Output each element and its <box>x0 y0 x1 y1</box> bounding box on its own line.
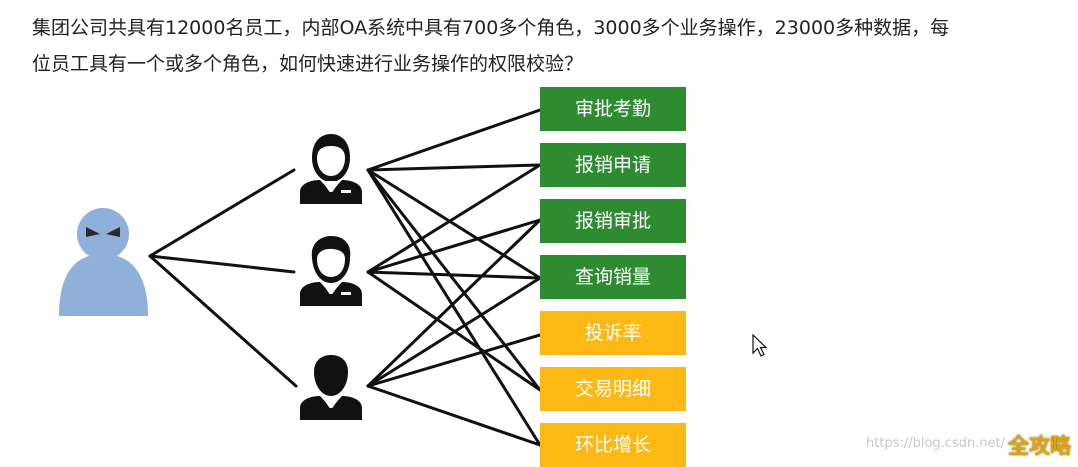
permission-box: 报销申请 <box>540 143 686 187</box>
role-permission-link <box>366 168 542 392</box>
role-icon-executive <box>300 355 362 420</box>
permission-label: 查询销量 <box>574 266 651 288</box>
permission-box: 审批考勤 <box>540 87 686 131</box>
role-permission-link <box>366 163 542 172</box>
role-permission-link <box>366 168 542 280</box>
user-role-link <box>148 168 296 258</box>
role-permission-link <box>366 218 542 388</box>
role-permission-link <box>366 333 542 388</box>
permission-box: 投诉率 <box>540 311 686 355</box>
user-role-links <box>148 168 298 388</box>
permission-box: 环比增长 <box>540 423 686 467</box>
user-role-link <box>148 254 296 274</box>
role-permission-link <box>366 270 542 280</box>
role-permission-link <box>366 163 542 274</box>
permission-box: 查询销量 <box>540 255 686 299</box>
role-permission-link <box>366 108 542 172</box>
role-icon-manager <box>300 134 362 204</box>
permission-label: 投诉率 <box>584 322 642 344</box>
permission-label: 交易明细 <box>574 378 651 400</box>
watermark-brand: 全攻略 <box>1008 434 1071 458</box>
role-permission-link <box>366 384 542 447</box>
user-role-link <box>148 254 298 388</box>
role-permission-link <box>366 276 542 388</box>
role-icon-staff <box>300 236 362 306</box>
permission-box: 交易明细 <box>540 367 686 411</box>
permission-label: 报销申请 <box>574 154 651 176</box>
mouse-cursor-icon <box>752 334 768 357</box>
role-permission-links <box>366 108 542 447</box>
permission-box: 报销审批 <box>540 199 686 243</box>
question-text: 集团公司共具有12000名员工，内部OA系统中具有700多个角色，3000多个业… <box>32 10 1052 82</box>
question-line-1: 集团公司共具有12000名员工，内部OA系统中具有700多个角色，3000多个业… <box>32 17 950 39</box>
user-icon <box>59 208 148 316</box>
permission-label: 审批考勤 <box>574 98 651 120</box>
watermark-url: https://blog.csdn.net/ <box>866 436 1006 451</box>
role-permission-link <box>366 168 542 447</box>
question-line-2: 位员工具有一个或多个角色，如何快速进行业务操作的权限校验？ <box>32 53 584 75</box>
permission-label: 环比增长 <box>574 434 651 456</box>
role-permission-link <box>366 218 542 274</box>
permission-label: 报销审批 <box>574 210 651 232</box>
